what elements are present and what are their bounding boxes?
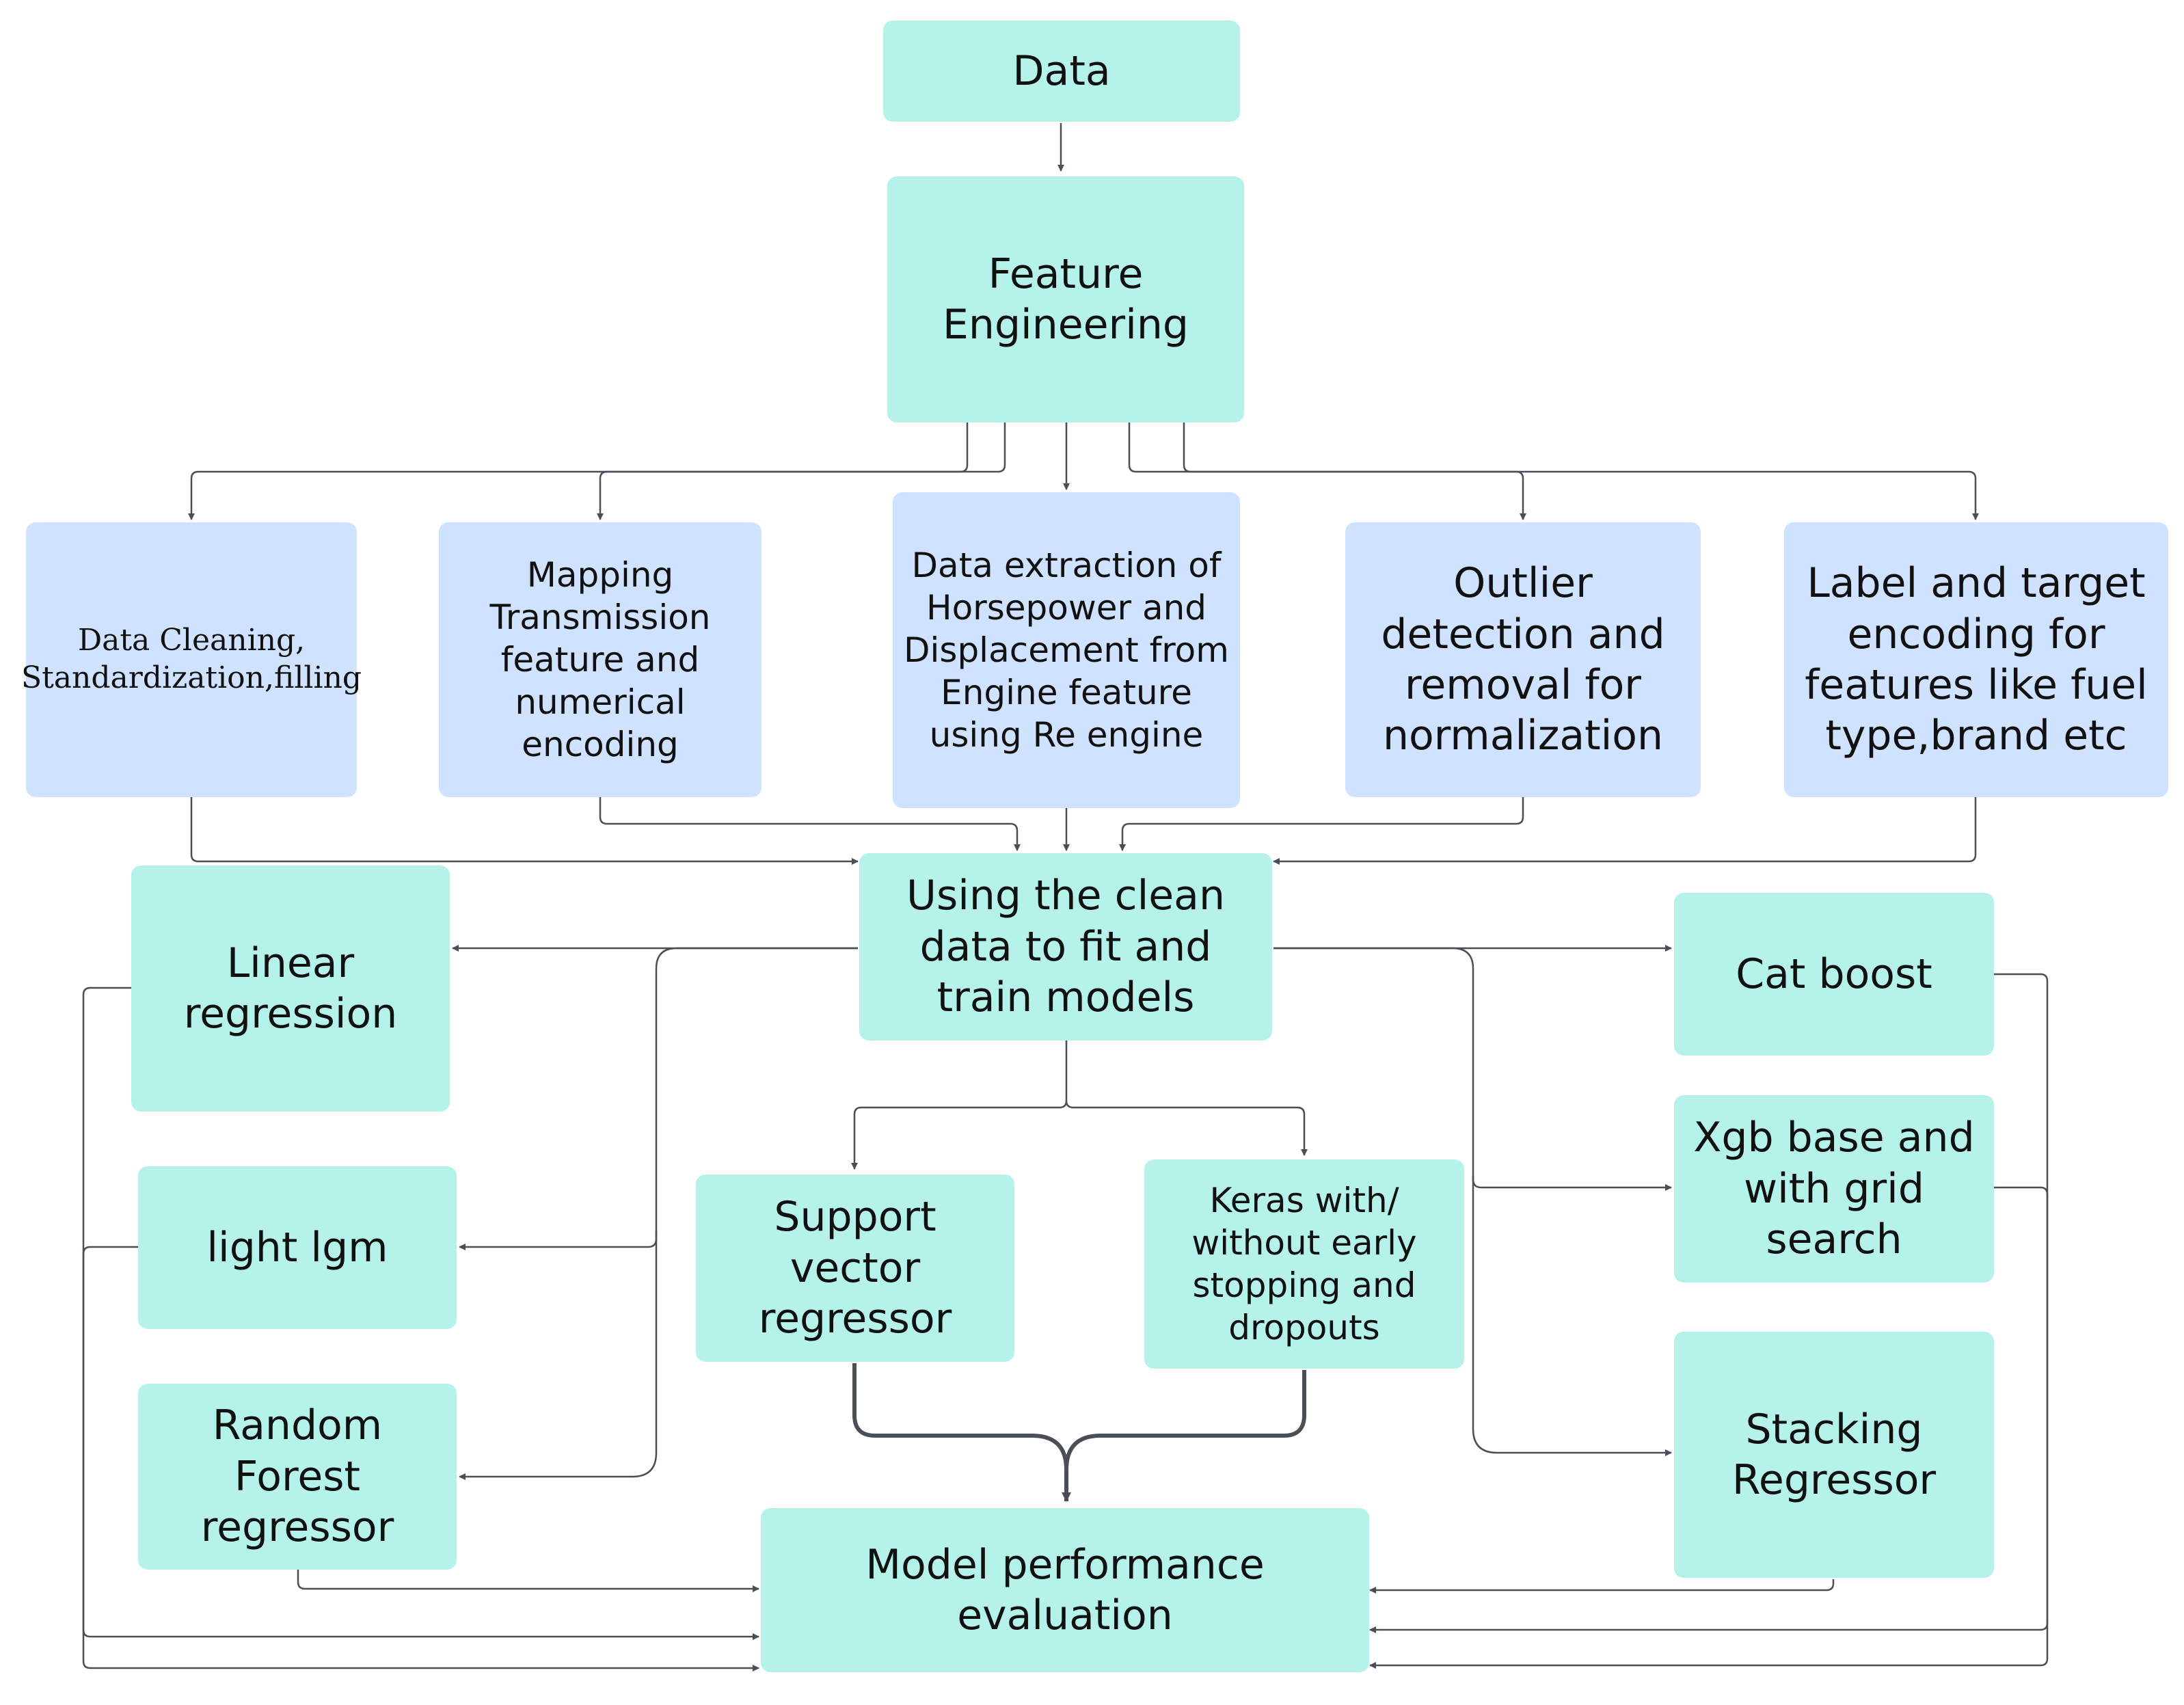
edge-random-forest-to-evaluation [297,1569,759,1592]
edge-outlier-to-train [1119,797,1524,851]
node-cat-boost-label: Cat boost [1736,950,1932,998]
node-keras[interactable]: Keras with/ without early stopping and d… [1144,1159,1464,1369]
node-mapping-label: Mapping Transmission feature and numeric… [489,555,711,764]
node-random-forest[interactable]: Random Forest regressor [138,1384,457,1570]
node-label-encoding-label: Label and target encoding for features l… [1805,559,2148,760]
node-linear-regression-label: Linear regression [183,939,398,1038]
node-train-models[interactable]: Using the clean data to fit and train mo… [859,853,1272,1041]
node-label-encoding[interactable]: Label and target encoding for features l… [1784,522,2168,797]
node-light-lgm[interactable]: light lgm [138,1166,457,1329]
edge-train-to-keras [1065,1100,1308,1156]
node-evaluation[interactable]: Model performance evaluation [761,1508,1369,1672]
edge-light-lgm-to-evaluation [82,1246,759,1672]
node-light-lgm-label: light lgm [206,1223,388,1272]
node-train-models-label: Using the clean data to fit and train mo… [906,872,1225,1022]
edge-label-encoding-to-train [1273,797,1977,865]
node-data[interactable]: Data [883,21,1240,122]
node-extraction[interactable]: Data extraction of Horsepower and Displa… [893,492,1240,808]
edge-fe-to-mapping [597,422,1006,520]
node-svr[interactable]: Support vector regressor [696,1174,1014,1362]
node-cat-boost[interactable]: Cat boost [1674,893,1994,1056]
node-stacking[interactable]: Stacking Regressor [1674,1332,1994,1578]
edge-train-to-random-forest [459,1231,658,1480]
edge-svr-to-evaluation [852,1363,1071,1502]
edge-train-to-stacking [1472,1176,1672,1456]
edge-train-to-svr [851,1041,1068,1170]
edge-mapping-to-train [599,797,1021,851]
edge-fe-to-label-encoding [1183,422,1979,520]
edge-stacking-to-evaluation [1369,1579,1835,1594]
node-xgb[interactable]: Xgb base and with grid search [1674,1095,1994,1283]
edge-fe-to-data-cleaning [188,422,969,520]
node-keras-label: Keras with/ without early stopping and d… [1191,1181,1417,1347]
node-svr-label: Support vector regressor [758,1193,952,1343]
node-feature-engineering-label: Feature Engineering [943,250,1189,349]
node-data-cleaning[interactable]: Data Cleaning, Standardization,filling [21,522,362,797]
node-data-cleaning-label: Data Cleaning, Standardization,filling [21,623,362,695]
node-data-label: Data [1012,46,1111,95]
node-outlier-label: Outlier detection and removal for normal… [1381,559,1665,760]
node-xgb-label: Xgb base and with grid search [1693,1114,1975,1264]
edge-data-cleaning-to-train [190,797,859,865]
edge-keras-to-evaluation [1064,1370,1306,1471]
node-evaluation-label: Model performance evaluation [865,1540,1265,1639]
node-feature-engineering[interactable]: Feature Engineering [887,176,1244,422]
edge-train-to-light-lgm [459,947,858,1250]
node-extraction-label: Data extraction of Horsepower and Displa… [904,546,1229,755]
edge-train-to-xgb [1273,947,1672,1191]
edge-xgb-to-evaluation [1369,1186,2049,1669]
node-linear-regression[interactable]: Linear regression [131,865,450,1112]
node-stacking-label: Stacking Regressor [1731,1405,1937,1504]
node-outlier[interactable]: Outlier detection and removal for normal… [1345,522,1701,797]
node-mapping[interactable]: Mapping Transmission feature and numeric… [439,522,761,797]
node-random-forest-label: Random Forest regressor [200,1401,394,1552]
